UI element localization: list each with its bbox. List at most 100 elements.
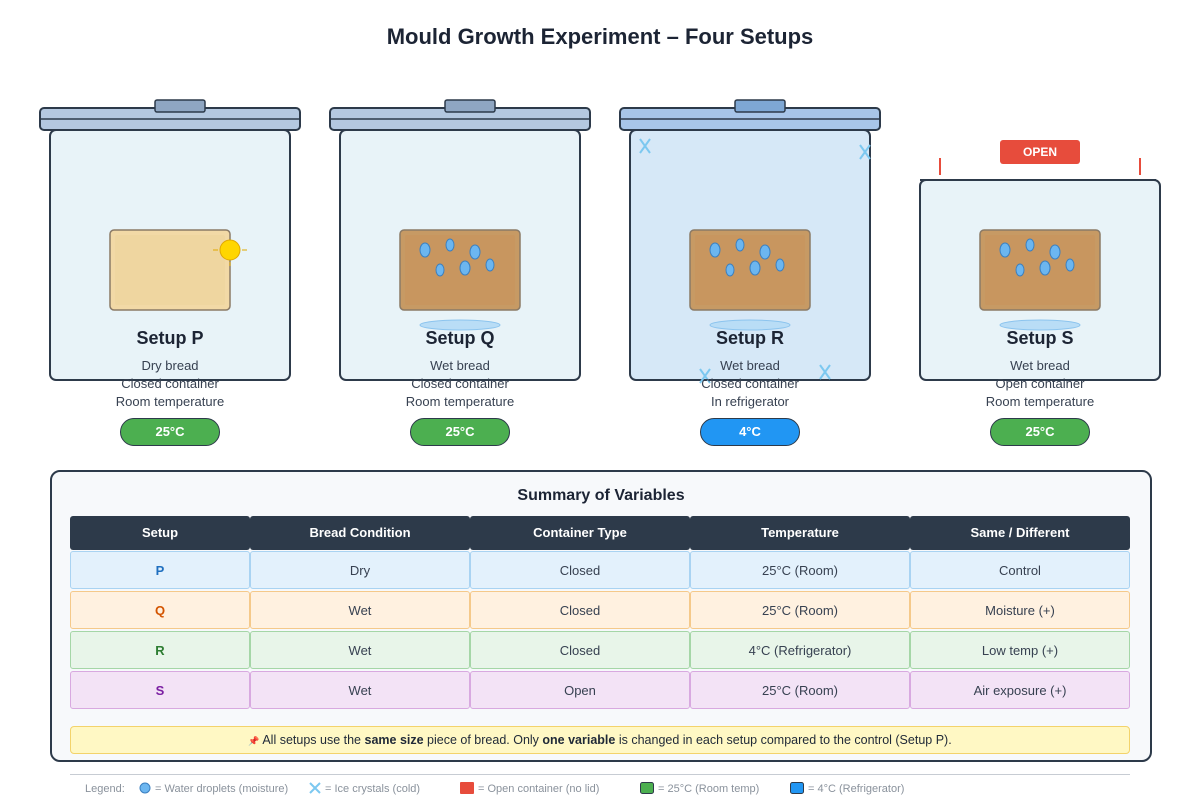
bread-crumb — [115, 235, 225, 305]
cell-same-different: Control — [910, 551, 1130, 589]
cell-setup: S — [70, 671, 250, 709]
table-row: P Dry Closed 25°C (Room) Control — [70, 551, 1132, 591]
water-droplet-icon — [435, 263, 445, 277]
page-title: Mould Growth Experiment – Four Setups — [386, 24, 814, 49]
cell-setup: R — [70, 631, 250, 669]
water-puddle — [709, 319, 791, 331]
ice-crystal-icon — [859, 144, 871, 160]
cell-container: Closed — [470, 631, 690, 669]
legend-open-container: = Open container (no lid) — [478, 783, 600, 795]
open-tag: OPEN — [1000, 140, 1080, 164]
cell-same-different: Air exposure (+) — [910, 671, 1130, 709]
summary-panel: Summary of Variables Setup Bread Conditi… — [50, 470, 1152, 762]
setup-detail: Closed container — [701, 376, 799, 391]
setup-detail: Room temperature — [405, 394, 515, 409]
setup-name: Setup P — [136, 328, 204, 348]
legend-label: Legend: — [85, 783, 125, 795]
pin-icon: 📌 — [248, 736, 260, 746]
header-bread-condition: Bread Condition — [250, 516, 470, 550]
water-puddle — [419, 319, 501, 331]
water-droplet-icon — [445, 238, 455, 252]
cell-temperature: 25°C (Room) — [690, 551, 910, 589]
cell-setup: Q — [70, 591, 250, 629]
note-bold-1: same size — [364, 733, 424, 747]
setup-detail: Closed container — [121, 376, 219, 391]
header-temperature: Temperature — [690, 516, 910, 550]
setup-detail: Wet bread — [720, 358, 780, 373]
setup-detail: Room temperature — [115, 394, 225, 409]
cell-container: Closed — [470, 551, 690, 589]
cell-same-different: Moisture (+) — [910, 591, 1130, 629]
fridge-temp-icon — [790, 782, 804, 794]
cell-temperature: 25°C (Room) — [690, 591, 910, 629]
setup-s — [919, 158, 1161, 381]
table-row: Q Wet Closed 25°C (Room) Moisture (+) — [70, 591, 1132, 631]
ice-crystal-icon — [699, 368, 711, 384]
setup-detail: Wet bread — [430, 358, 490, 373]
setup-detail: Closed container — [411, 376, 509, 391]
cell-temperature: 4°C (Refrigerator) — [690, 631, 910, 669]
table-row: R Wet Closed 4°C (Refrigerator) Low temp… — [70, 631, 1132, 671]
cell-setup: P — [70, 551, 250, 589]
water-droplet-icon — [1015, 263, 1025, 277]
setup-detail: Room temperature — [985, 394, 1095, 409]
header-same-different: Same / Different — [910, 516, 1130, 550]
setup-name: Setup S — [1006, 328, 1074, 348]
experiment-illustration — [39, 99, 1161, 384]
legend: Legend: = Water droplets (moisture) = Ic… — [0, 781, 1200, 797]
legend-water-droplets: = Water droplets (moisture) — [155, 783, 289, 795]
setup-p — [39, 99, 301, 381]
lid-handle — [444, 99, 496, 113]
setup-detail: Wet bread — [1010, 358, 1070, 373]
cell-temperature: 25°C (Room) — [690, 671, 910, 709]
legend-fridge-temp: = 4°C (Refrigerator) — [808, 783, 905, 795]
water-droplet-icon — [459, 260, 471, 276]
cell-bread: Wet — [250, 631, 470, 669]
legend-divider — [70, 774, 1130, 775]
note-text-1: All setups use the — [262, 733, 365, 747]
water-droplet-icon — [759, 244, 771, 260]
setup-q — [329, 99, 591, 381]
sun-icon — [219, 239, 241, 261]
header-setup: Setup — [70, 516, 250, 550]
temperature-badge: 25°C — [410, 418, 510, 446]
water-droplet-icon — [1065, 258, 1075, 272]
water-droplet-icon — [725, 263, 735, 277]
ice-crystal-icon — [639, 138, 651, 154]
table-header-row: Setup Bread Condition Container Type Tem… — [70, 516, 1132, 551]
header-container-type: Container Type — [470, 516, 690, 550]
note-text-2: piece of bread. Only — [423, 733, 543, 747]
legend-room-temp: = 25°C (Room temp) — [658, 783, 760, 795]
note-bold-2: one variable — [542, 733, 616, 747]
cell-bread: Wet — [250, 591, 470, 629]
water-droplet-icon — [735, 238, 745, 252]
water-droplet-icon — [709, 242, 721, 258]
cell-bread: Wet — [250, 671, 470, 709]
lid-handle — [154, 99, 206, 113]
setup-name: Setup Q — [425, 328, 495, 348]
water-droplet-icon — [469, 244, 481, 260]
note-banner: 📌 All setups use the same size piece of … — [70, 726, 1130, 754]
setup-detail: Dry bread — [141, 358, 199, 373]
water-droplet-icon — [775, 258, 785, 272]
water-droplet-icon — [139, 782, 151, 794]
setup-detail: Open container — [995, 376, 1085, 391]
ice-crystal-icon — [819, 364, 831, 380]
temperature-badge: 4°C — [700, 418, 800, 446]
open-container-icon — [460, 782, 474, 794]
water-droplet-icon — [485, 258, 495, 272]
lid-handle — [734, 99, 786, 113]
water-droplet-icon — [1039, 260, 1051, 276]
summary-title: Summary of Variables — [517, 487, 685, 504]
legend-ice-crystals: = Ice crystals (cold) — [325, 783, 421, 795]
water-droplet-icon — [1025, 238, 1035, 252]
cell-bread: Dry — [250, 551, 470, 589]
water-droplet-icon — [1049, 244, 1061, 260]
water-droplet-icon — [419, 242, 431, 258]
setup-r — [619, 99, 881, 384]
table-row: S Wet Open 25°C (Room) Air exposure (+) — [70, 671, 1132, 711]
temperature-badge: 25°C — [990, 418, 1090, 446]
summary-table: Setup Bread Condition Container Type Tem… — [70, 516, 1132, 711]
water-droplet-icon — [999, 242, 1011, 258]
room-temp-icon — [640, 782, 654, 794]
